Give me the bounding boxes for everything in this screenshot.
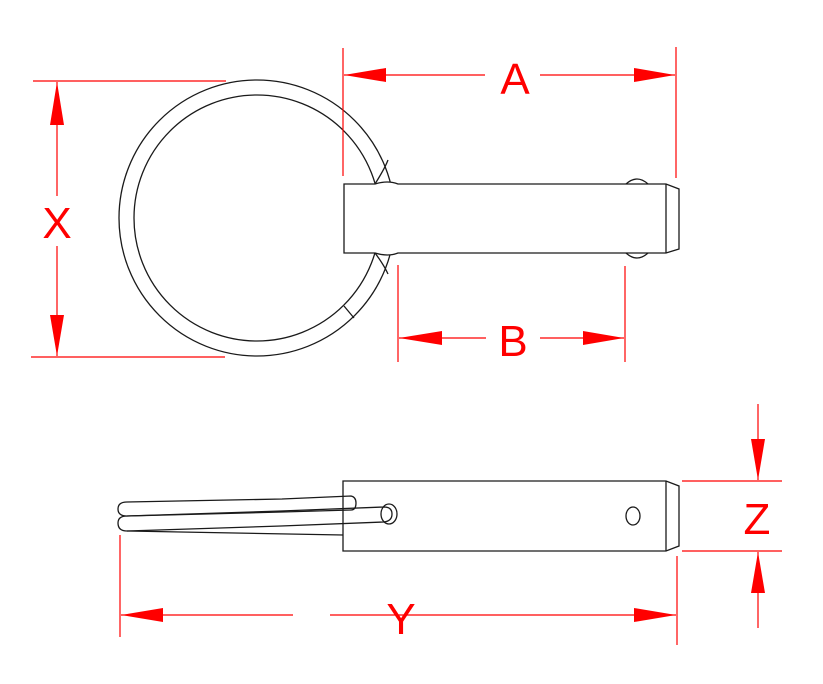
ball-detent-bottom	[625, 252, 649, 259]
dimension-y: Y	[119, 535, 678, 645]
label-a: A	[500, 55, 530, 104]
dimension-z: Z	[682, 404, 782, 628]
label-y: Y	[386, 595, 415, 644]
top-view: X A B	[31, 47, 680, 366]
dimension-b: B	[397, 265, 626, 366]
label-z: Z	[744, 495, 771, 544]
label-b: B	[498, 317, 527, 366]
detent-hole	[625, 506, 641, 526]
pin-side	[342, 480, 680, 552]
ring-split-mark	[343, 305, 355, 319]
dimension-x: X	[31, 80, 226, 358]
ball-detent-top	[625, 178, 649, 185]
ring-hole	[380, 503, 398, 525]
side-view: Y Z	[117, 404, 782, 645]
pin-top	[343, 159, 680, 275]
ring-side	[117, 495, 398, 536]
label-x: X	[42, 199, 71, 248]
dimension-a: A	[342, 47, 677, 178]
